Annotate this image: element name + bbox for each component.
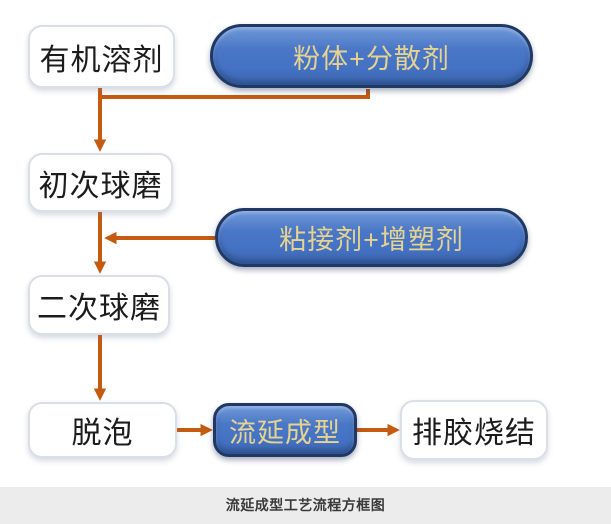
node-debinding-sintering: 排胶烧结	[400, 400, 548, 460]
node-binder-plasticizer-label: 粘接剂+增塑剂	[279, 225, 464, 255]
node-first-ball-milling-label: 初次球磨	[38, 169, 163, 203]
node-defoaming-label: 脱泡	[71, 417, 134, 450]
node-defoaming: 脱泡	[28, 402, 177, 458]
node-first-ball-milling: 初次球磨	[28, 153, 173, 212]
node-binder-plasticizer: 粘接剂+增塑剂	[215, 208, 528, 267]
node-debinding-sintering-label: 排胶烧结	[412, 417, 536, 450]
node-organic-solvent-label: 有机溶剂	[39, 43, 164, 77]
diagram-caption: 流延成型工艺流程方框图	[225, 497, 386, 513]
node-second-ball-milling-label: 二次球磨	[37, 292, 161, 325]
node-second-ball-milling: 二次球磨	[28, 275, 170, 335]
connector-powder-branch	[100, 89, 370, 99]
node-tape-casting: 流延成型	[213, 403, 357, 457]
node-organic-solvent: 有机溶剂	[28, 25, 175, 88]
node-powder-dispersant-label: 粉体+分散剂	[293, 43, 450, 74]
node-powder-dispersant: 粉体+分散剂	[210, 24, 533, 88]
node-tape-casting-label: 流延成型	[229, 417, 341, 448]
caption-bar: 流延成型工艺流程方框图	[0, 487, 611, 524]
